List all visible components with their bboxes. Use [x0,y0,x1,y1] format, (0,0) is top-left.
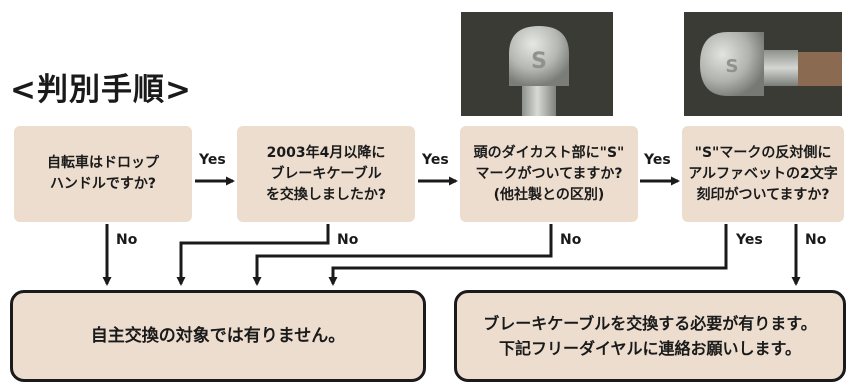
yes-label-step3: Yes [644,152,671,168]
result-replacement-required: ブレーキケーブルを交換する必要が有ります。 下記フリーダイヤルに連絡お願いします… [454,290,846,382]
no-label-step1: No [116,232,138,248]
yes-label-step1: Yes [199,152,226,168]
question-drop-handle: 自転車はドロップ ハンドルですか? [14,126,192,222]
question-s-mark: 頭のダイカスト部に"S" マークがついてますか? (他社製との区別) [460,126,638,222]
question-line: 刻印がついてますか? [696,186,830,203]
no-label-step3: No [560,232,582,248]
question-line: 頭のダイカスト部に"S" [473,144,625,161]
question-line: を交換しましたか? [265,186,387,203]
yes-label-step2: Yes [422,152,449,168]
no-label-step2: No [337,232,359,248]
question-line: ブレーキケーブル [270,165,382,182]
svg-text:S: S [531,49,547,74]
page-title: <判別手順> [10,72,192,108]
no-label-step4: No [805,232,827,248]
question-line: アルファベットの2文字 [688,165,838,182]
s-mark-head-photo: S [461,12,613,116]
question-line: "S"マークの反対側に [694,144,832,161]
question-line: マークがついてますか? [475,165,623,182]
letter-engraving-photo: S [684,12,842,116]
question-line: (他社製との区別) [493,186,605,203]
question-line: ハンドルですか? [49,176,157,192]
result-line: 下記フリーダイヤルに連絡お願いします。 [499,339,801,358]
question-line: 2003年4月以降に [266,144,386,161]
svg-text:S: S [726,56,739,77]
result-line: 自主交換の対象では有りません。 [90,326,346,346]
question-line: 自転車はドロップ [47,155,159,171]
question-letter-engraving: "S"マークの反対側に アルファベットの2文字 刻印がついてますか? [682,126,844,222]
yes-label-step4: Yes [736,232,763,248]
result-not-eligible: 自主交換の対象では有りません。 [10,290,426,382]
result-line: ブレーキケーブルを交換する必要が有ります。 [483,314,817,333]
question-cable-replaced: 2003年4月以降に ブレーキケーブル を交換しましたか? [237,126,415,222]
